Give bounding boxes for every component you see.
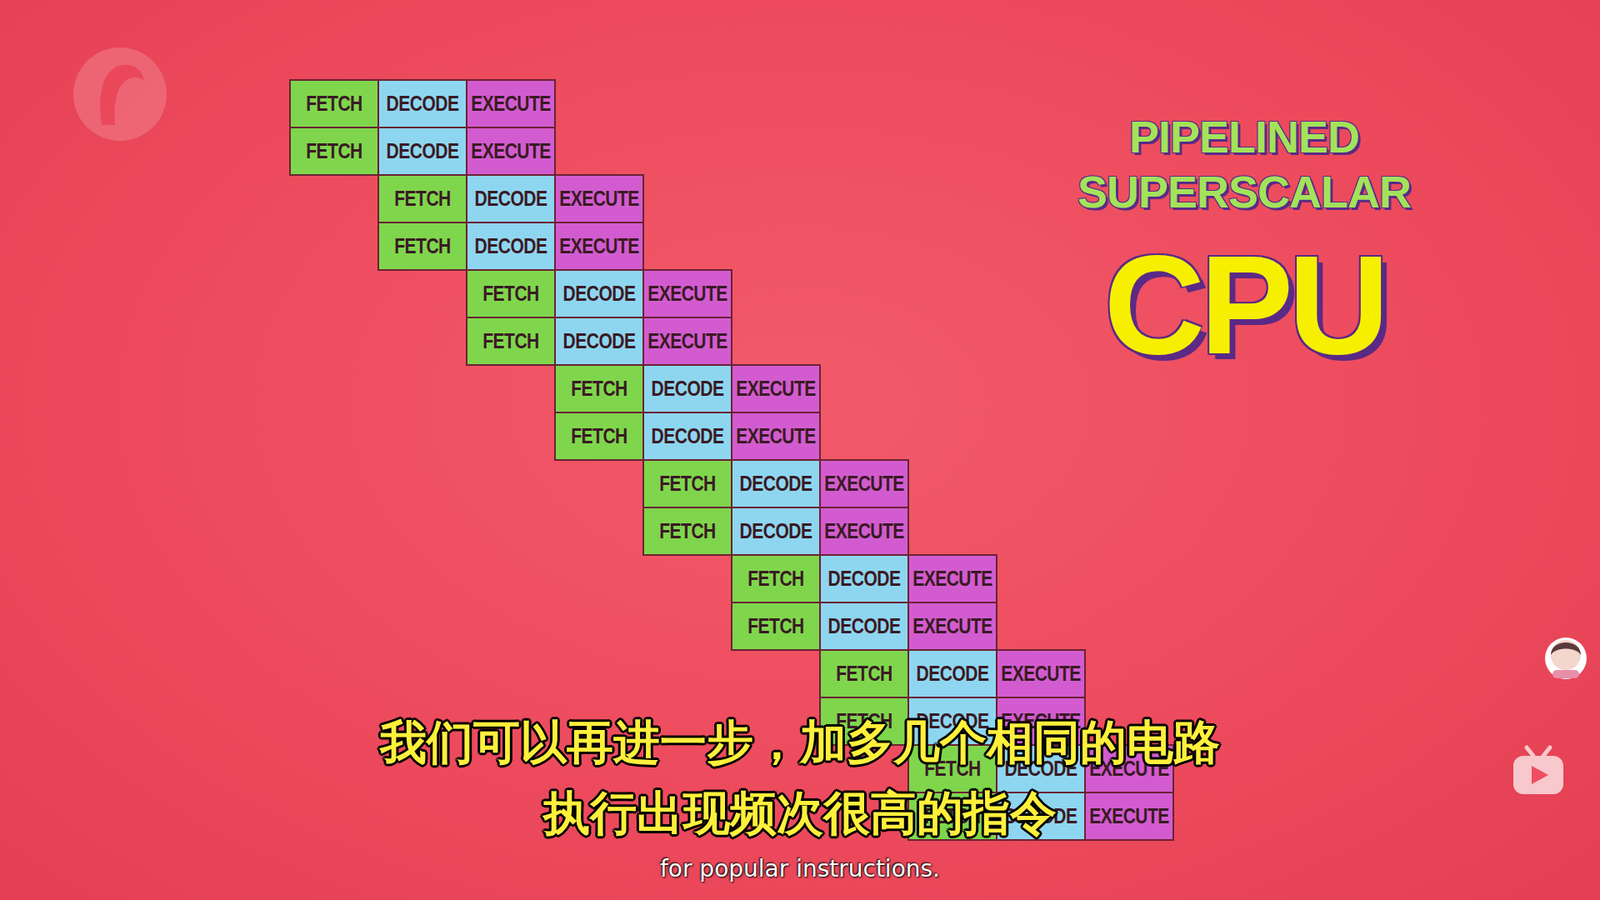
stage-label: EXECUTE <box>470 139 551 164</box>
channel-logo <box>73 47 167 141</box>
execute-stage-box: EXECUTE <box>907 601 998 651</box>
stage-label: FETCH <box>305 139 363 164</box>
fetch-stage-box: FETCH <box>377 221 468 271</box>
fetch-stage-box: FETCH <box>730 601 821 651</box>
stage-label: EXECUTE <box>1000 661 1081 686</box>
stage-label: EXECUTE <box>559 186 640 211</box>
stage-label: DECODE <box>828 566 901 591</box>
fetch-stage-box: FETCH <box>730 554 821 604</box>
stage-label: EXECUTE <box>824 471 905 496</box>
fetch-stage-box: FETCH <box>289 126 380 176</box>
execute-stage-box: EXECUTE <box>642 269 733 319</box>
stage-label: DECODE <box>386 91 460 116</box>
stage-label: DECODE <box>651 376 725 401</box>
stage-label: FETCH <box>659 519 716 544</box>
decode-stage-box: DECODE <box>730 506 821 556</box>
stage-label: FETCH <box>394 234 451 259</box>
stage-label: DECODE <box>475 186 548 211</box>
big-heading: CPU <box>994 235 1495 375</box>
execute-stage-box: EXECUTE <box>907 554 998 604</box>
stage-label: EXECUTE <box>912 566 993 591</box>
stage-label: DECODE <box>828 614 901 639</box>
stage-label: FETCH <box>394 186 451 211</box>
fetch-stage-box: FETCH <box>289 79 380 129</box>
stage-label: EXECUTE <box>647 329 728 354</box>
stage-label: DECODE <box>651 424 725 449</box>
stage-label: DECODE <box>475 234 548 259</box>
execute-stage-box: EXECUTE <box>642 316 733 366</box>
avatar-icon <box>1545 637 1587 680</box>
stage-label: FETCH <box>305 91 363 116</box>
fetch-stage-box: FETCH <box>465 269 556 319</box>
stage-label: EXECUTE <box>470 91 551 116</box>
execute-stage-box: EXECUTE <box>730 411 821 461</box>
tv-icon <box>1513 747 1564 795</box>
execute-stage-box: EXECUTE <box>554 174 645 224</box>
stage-label: DECODE <box>563 329 636 354</box>
stage-label: DECODE <box>916 661 990 686</box>
stage-label: EXECUTE <box>735 424 816 449</box>
execute-stage-box: EXECUTE <box>819 459 910 509</box>
decode-stage-box: DECODE <box>907 649 998 699</box>
decode-stage-box: DECODE <box>465 221 556 271</box>
execute-stage-box: EXECUTE <box>465 79 556 129</box>
decode-stage-box: DECODE <box>377 79 468 129</box>
subtitle-line: 执行出现频次很高的指令 <box>133 787 1467 840</box>
fetch-stage-box: FETCH <box>642 459 733 509</box>
subtitle-english: for popular instructions. <box>133 855 1467 884</box>
stage-label: FETCH <box>659 471 716 496</box>
fetch-stage-box: FETCH <box>554 364 645 414</box>
decode-stage-box: DECODE <box>554 269 645 319</box>
decode-stage-box: DECODE <box>819 554 910 604</box>
stage-label: FETCH <box>482 329 540 354</box>
execute-stage-box: EXECUTE <box>1084 791 1175 841</box>
stage-label: FETCH <box>835 661 893 686</box>
decode-stage-box: DECODE <box>642 411 733 461</box>
fetch-stage-box: FETCH <box>642 506 733 556</box>
decode-stage-box: DECODE <box>819 601 910 651</box>
decode-stage-box: DECODE <box>642 364 733 414</box>
stage-label: EXECUTE <box>1089 804 1170 829</box>
stage-label: FETCH <box>747 566 805 591</box>
execute-stage-box: EXECUTE <box>730 364 821 414</box>
stage-label: EXECUTE <box>912 614 993 639</box>
decode-stage-box: DECODE <box>730 459 821 509</box>
fetch-stage-box: FETCH <box>819 649 910 699</box>
stage-label: FETCH <box>570 376 628 401</box>
execute-stage-box: EXECUTE <box>465 126 556 176</box>
fetch-stage-box: FETCH <box>465 316 556 366</box>
fetch-stage-box: FETCH <box>377 174 468 224</box>
stage-label: EXECUTE <box>559 234 640 259</box>
stage-label: DECODE <box>563 281 636 306</box>
stage-label: DECODE <box>386 139 460 164</box>
execute-stage-box: EXECUTE <box>995 649 1086 699</box>
stage-label: EXECUTE <box>735 376 816 401</box>
stage-label: DECODE <box>740 519 813 544</box>
stage-label: FETCH <box>482 281 540 306</box>
stage-label: EXECUTE <box>647 281 728 306</box>
stage-label: EXECUTE <box>824 519 905 544</box>
decode-stage-box: DECODE <box>554 316 645 366</box>
execute-stage-box: EXECUTE <box>554 221 645 271</box>
decode-stage-box: DECODE <box>465 174 556 224</box>
stage-label: DECODE <box>740 471 813 496</box>
fetch-stage-box: FETCH <box>554 411 645 461</box>
decode-stage-box: DECODE <box>377 126 468 176</box>
execute-stage-box: EXECUTE <box>819 506 910 556</box>
stage-label: FETCH <box>747 614 805 639</box>
diagram-title: PIPELINED SUPERSCALAR <box>1035 110 1453 220</box>
subtitle-line: 我们可以再进一步，加多几个相同的电路 <box>133 716 1467 769</box>
stage-label: FETCH <box>570 424 628 449</box>
